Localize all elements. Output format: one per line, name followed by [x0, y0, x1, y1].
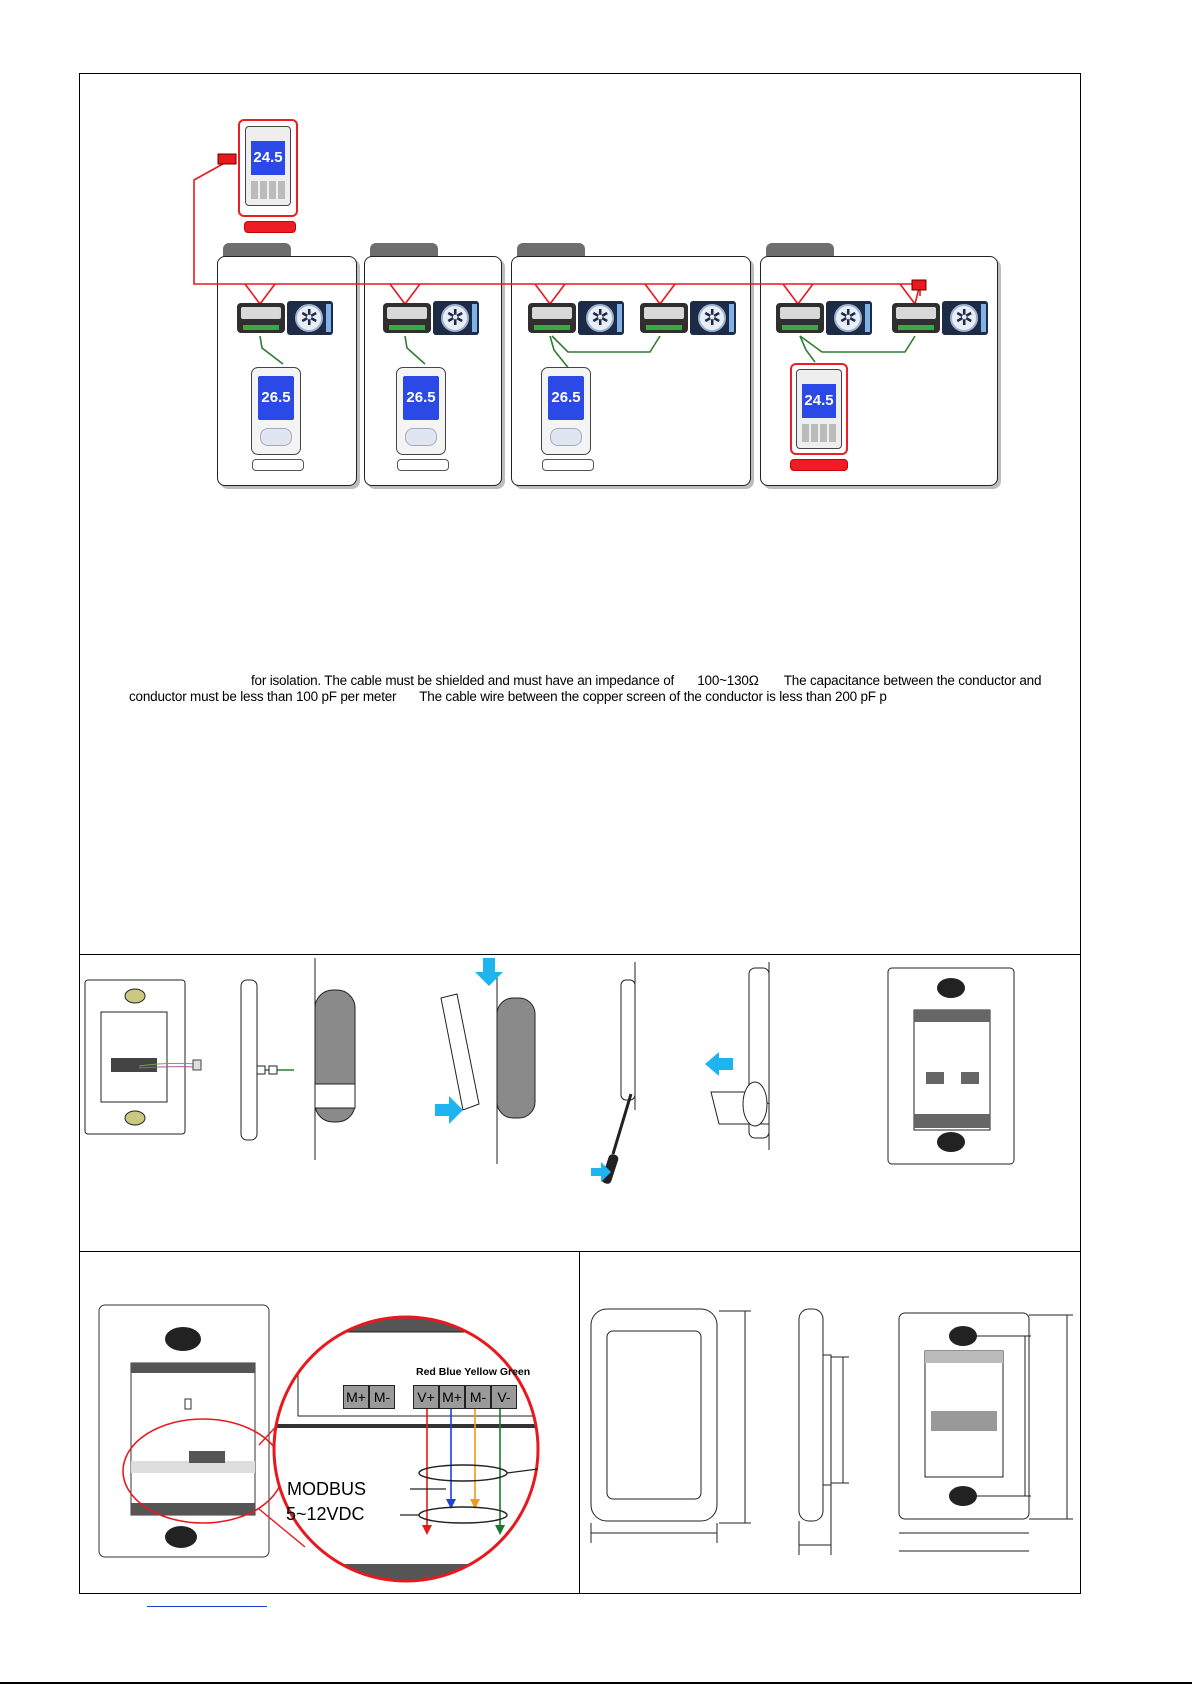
room-label-tag — [252, 459, 304, 471]
master-thermostat: 24.5 — [245, 126, 291, 206]
remote-thermostat: 24.5 — [796, 369, 842, 449]
controller-unit — [640, 303, 688, 333]
terminal-m-minus: M- — [465, 1385, 491, 1409]
controller-unit — [383, 303, 431, 333]
wiring-backplate — [98, 1304, 306, 1558]
room-label-tag — [397, 459, 449, 471]
dimension-section-frame — [579, 1251, 1081, 1594]
terminal-block-left: M+ M- — [343, 1385, 395, 1409]
dimension-drawings — [590, 1308, 1073, 1555]
terminal-m-plus: M+ — [439, 1385, 465, 1409]
fan-unit — [433, 301, 479, 335]
room-tab-2 — [370, 243, 438, 257]
spec-line-2: conductor must be less than 100 pF per m… — [129, 689, 887, 704]
bus-wiring — [193, 153, 927, 371]
terminal-m-minus: M- — [369, 1385, 395, 1409]
controller-unit — [237, 303, 285, 333]
controller-unit — [528, 303, 576, 333]
room-tab-3 — [517, 243, 585, 257]
fan-unit — [690, 301, 736, 335]
room-tab-4 — [766, 243, 834, 257]
room-thermostat: 26.5 — [396, 367, 446, 455]
controller-unit — [776, 303, 824, 333]
fan-unit — [942, 301, 988, 335]
master-label-tag — [244, 221, 296, 233]
page-bottom-rule — [0, 1682, 1192, 1684]
installation-steps — [84, 958, 1015, 1184]
thermostat-keys — [802, 424, 836, 442]
thermostat-screen: 24.5 — [802, 384, 836, 418]
controller-unit — [892, 303, 940, 333]
fan-unit — [287, 301, 333, 335]
thermostat-buttons — [405, 428, 437, 446]
room-thermostat: 26.5 — [251, 367, 301, 455]
thermostat-screen: 26.5 — [403, 376, 439, 420]
thermostat-screen: 24.5 — [251, 141, 285, 175]
thermostat-keys — [251, 181, 285, 199]
terminal-v-plus: V+ — [413, 1385, 439, 1409]
room-label-tag — [542, 459, 594, 471]
room-thermostat: 26.5 — [541, 367, 591, 455]
thermostat-buttons — [260, 428, 292, 446]
terminal-v-minus: V- — [491, 1385, 517, 1409]
fan-unit — [578, 301, 624, 335]
spec-line-1: for isolation. The cable must be shielde… — [251, 673, 1042, 688]
terminal-block-right: V+ M+ M- V- — [413, 1385, 517, 1409]
terminal-m-plus: M+ — [343, 1385, 369, 1409]
wire-color-header: Red Blue Yellow Green — [416, 1366, 531, 1378]
thermostat-screen: 26.5 — [548, 376, 584, 420]
thermostat-buttons — [550, 428, 582, 446]
room-tab-1 — [223, 243, 291, 257]
footer-link[interactable] — [147, 1604, 267, 1607]
fan-unit — [826, 301, 872, 335]
modbus-label: MODBUS — [287, 1479, 367, 1499]
remote-label-tag — [790, 459, 848, 471]
power-label: 5~12VDC — [286, 1504, 365, 1524]
thermostat-screen: 26.5 — [258, 376, 294, 420]
wire-leads — [400, 1409, 539, 1535]
